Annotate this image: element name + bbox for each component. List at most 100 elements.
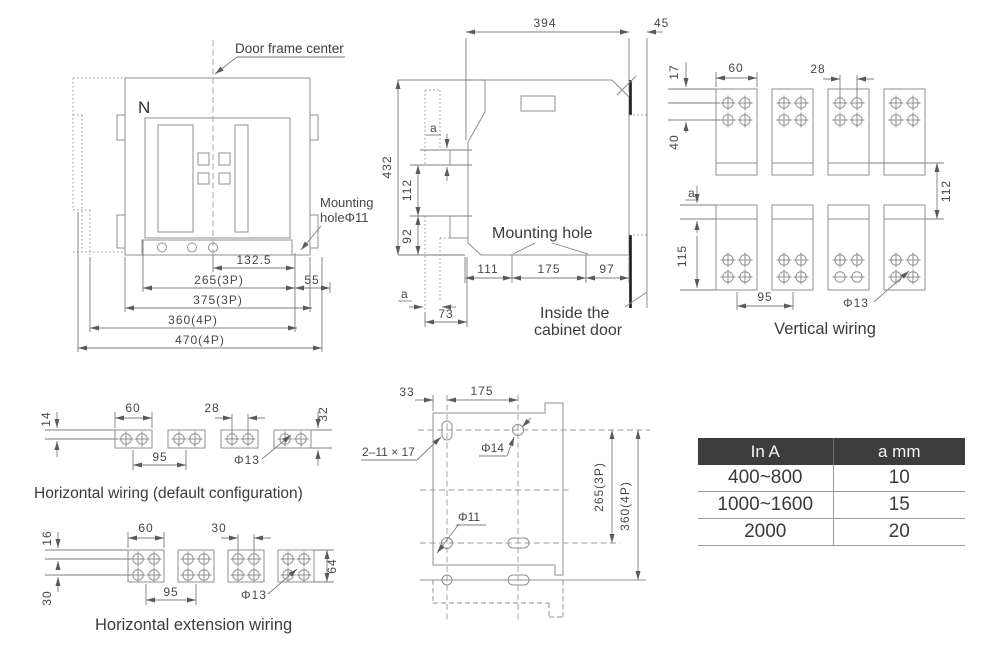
he-bars: [127, 549, 315, 583]
bottom-strip: [141, 239, 293, 256]
door-frame-center-label: Door frame center: [235, 41, 344, 56]
slot-bottom: [507, 574, 530, 586]
slot-11x17: [441, 420, 453, 441]
phi11-label: Φ11: [458, 510, 480, 524]
breaker-front-body: [124, 77, 311, 256]
plate-dim-360: 360(4P): [618, 481, 632, 531]
vw-dim-phi13: Φ13: [843, 296, 869, 310]
phi14-label: Φ14: [481, 441, 504, 455]
front-mounting-hole-label: Mounting holeΦ11: [300, 195, 373, 251]
table-cell-range: 1000~1600: [698, 492, 834, 519]
he-dim-phi13: Φ13: [241, 588, 267, 602]
dim-92: 92: [400, 228, 414, 243]
right-top-tab: [309, 114, 319, 141]
plate-dim-33: 33: [399, 385, 414, 399]
dim-97: 97: [599, 262, 614, 276]
mounting-plate-outline: [432, 402, 564, 576]
dim-360-4p: 360(4P): [168, 313, 218, 327]
panel-window-left: [157, 124, 194, 233]
strip-hole-1: [157, 242, 167, 253]
side-busbars-dotted: [424, 89, 450, 312]
hw-dims: 14 60 28 32 95 Φ13: [39, 401, 332, 470]
front-view: N Door frame center Mounting holeΦ11: [72, 40, 373, 352]
he-dim-95: 95: [163, 585, 178, 599]
horizontal-extension-view: 16 30 60 30 64 95 Φ13 Horizonta: [40, 521, 339, 634]
door-frame-center-leader: Door frame center: [214, 41, 345, 75]
plate-dashed-outline: [432, 580, 564, 618]
plate-labels: 2–11 × 17 Φ14 Φ11: [361, 417, 532, 554]
table-cell-range: 2000: [698, 519, 834, 546]
table-cell-value: 20: [833, 519, 965, 546]
vw-dim-40: 40: [667, 134, 681, 149]
button-2: [218, 152, 231, 166]
side-left-dims: 432 a 112 92 a 73: [380, 79, 485, 327]
slot-middle: [507, 537, 530, 549]
hw-dim-32: 32: [316, 406, 330, 421]
plate-dim-265: 265(3P): [592, 462, 606, 512]
plate-right-dims: 265(3P) 360(4P): [592, 430, 641, 580]
horizontal-wiring-caption: Horizontal wiring (default configuration…: [34, 485, 303, 502]
front-dim-extensions: [77, 212, 331, 352]
side-view: 394 45 432 a 112 92 a: [380, 16, 669, 339]
left-bottom-tab: [116, 214, 126, 249]
hw-bars: [114, 429, 312, 449]
dim-45: 45: [654, 16, 669, 30]
vw-dim-a: a: [688, 186, 695, 200]
hw-dim-14: 14: [39, 411, 53, 426]
hw-dim-95: 95: [152, 450, 167, 464]
dim-a-bottom: a: [401, 287, 408, 301]
mounting-label-line2: holeΦ11: [320, 210, 368, 225]
vw-dim-17: 17: [667, 64, 681, 79]
table-header-in-a: In A: [698, 438, 834, 465]
button-3: [197, 172, 210, 185]
table-row: 1000~1600 15: [698, 492, 965, 519]
he-dim-16: 16: [40, 530, 54, 545]
side-top-dims: 394 45: [465, 16, 669, 140]
hole-bottom: [441, 574, 453, 586]
dim-394: 394: [533, 16, 556, 30]
side-bottom-dims: 111 175 97: [464, 255, 630, 283]
n-pole-label: N: [138, 98, 150, 117]
table-header-a-mm: a mm: [833, 438, 965, 465]
current-spec-table: In A a mm 400~800 10 1000~1600 15 2000 2…: [698, 438, 965, 546]
table-row: 400~800 10: [698, 465, 965, 492]
vw-dim-60: 60: [728, 61, 743, 75]
side-label-window: [520, 95, 556, 112]
dim-432: 432: [380, 155, 394, 178]
strip-hole-2: [187, 242, 197, 253]
hw-dim-phi13: Φ13: [234, 453, 260, 467]
right-bottom-tab: [309, 214, 319, 249]
vertical-wiring-view: 60 28 17 40 112 a 115: [667, 61, 953, 338]
dim-55: 55: [304, 273, 319, 287]
panel-window-right: [234, 124, 249, 233]
front-dimensions: 132.5 265(3P) 55 375(3P) 360(4P) 470(4P): [78, 253, 330, 351]
table-cell-value: 10: [833, 465, 965, 492]
vw-dims: 60 28 17 40 112 a 115: [667, 61, 953, 310]
table-header-row: In A a mm: [698, 438, 965, 465]
dim-112-side: 112: [400, 179, 414, 201]
he-dim-30-top: 30: [211, 521, 226, 535]
vw-dim-95: 95: [757, 290, 772, 304]
table-row: 2000 20: [698, 519, 965, 546]
n-pole-dotted-outline: [72, 77, 125, 255]
dim-265-3p: 265(3P): [194, 273, 244, 287]
dim-a-top: a: [430, 121, 437, 135]
plate-dim-175: 175: [470, 384, 493, 398]
button-1: [197, 152, 210, 166]
hole-phi11: [441, 537, 453, 549]
plate-centerlines: [418, 395, 650, 620]
vertical-wiring-caption: Vertical wiring: [774, 320, 876, 338]
left-top-tab: [116, 114, 126, 141]
horizontal-extension-caption: Horizontal extension wiring: [95, 616, 292, 634]
table-cell-value: 15: [833, 492, 965, 519]
inside-door-label-2: cabinet door: [534, 322, 623, 339]
dim-132_5: 132.5: [236, 253, 271, 267]
vw-upper-bars: [715, 88, 926, 176]
hw-dim-60: 60: [125, 401, 140, 415]
horizontal-wiring-view: 14 60 28 32 95 Φ13 Horizontal wiring: [34, 401, 332, 502]
vw-dim-112: 112: [939, 180, 953, 202]
button-4: [218, 172, 231, 185]
front-panel: [144, 117, 291, 239]
